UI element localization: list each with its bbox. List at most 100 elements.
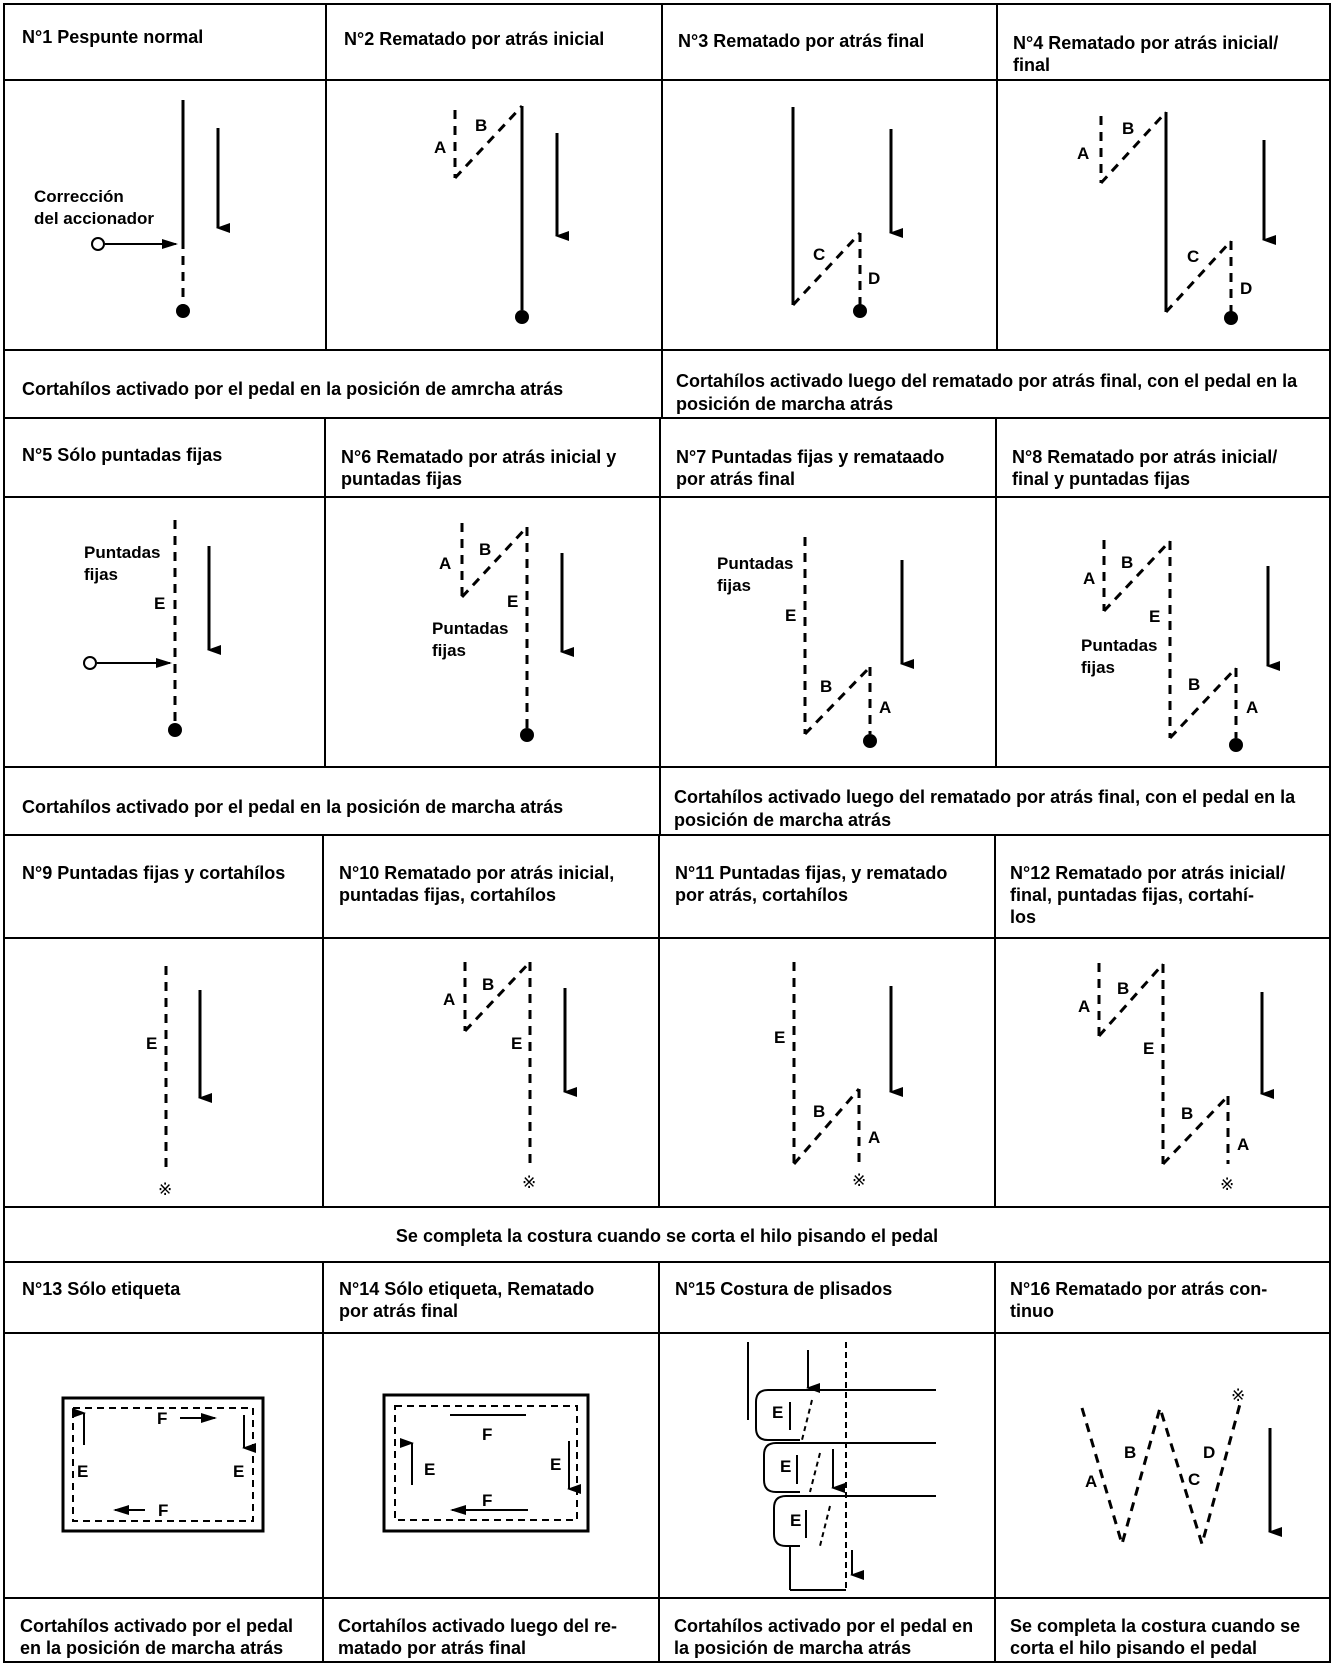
diagram-label: A	[1078, 997, 1090, 1016]
diagram-label: A	[879, 698, 891, 717]
diagram-label: E	[550, 1455, 561, 1474]
cell-8-title: N°8 Rematado por atrás inicial/ final y …	[1012, 447, 1278, 489]
diagram-label: A	[439, 554, 451, 573]
diagram-label: B	[1181, 1104, 1193, 1123]
diagram-label: fijas	[1081, 658, 1115, 677]
diagram-label: fijas	[84, 565, 118, 584]
diagram-label: D	[868, 269, 880, 288]
footer-15: Cortahílos activado por el pedal en la p…	[674, 1616, 974, 1658]
footer-16: Se completa la costura cuando se corta e…	[1010, 1616, 1301, 1658]
cell-3-title: N°3 Rematado por atrás final	[678, 31, 925, 51]
cell-9-title: N°9 Puntadas fijas y cortahílos	[22, 863, 286, 883]
diagram-label: ※	[1231, 1386, 1245, 1406]
diagram-label: F	[157, 1409, 167, 1428]
diagram-label: C	[813, 245, 825, 264]
diagram-label: Puntadas	[432, 619, 509, 638]
diagram-label: fijas	[717, 576, 751, 595]
diagram-label: E	[233, 1462, 244, 1481]
cell-6-title: N°6 Rematado por atrás inicial y puntada…	[341, 447, 617, 489]
label-actuator: del accionador	[34, 209, 154, 228]
diagram-label: A	[1083, 569, 1095, 588]
diagram-label: B	[482, 975, 494, 994]
diagram-label: E	[772, 1403, 783, 1422]
diagram-label: F	[158, 1501, 168, 1520]
diagram-label: A	[868, 1128, 880, 1147]
diagram-3: C D	[791, 107, 903, 318]
diagram-14: F E E F	[382, 1393, 590, 1533]
diagram-label: A	[434, 138, 446, 157]
diagram-1: Corrección del accionador	[34, 100, 230, 318]
diagram-label: Puntadas	[1081, 636, 1158, 655]
label-correction: Corrección	[34, 187, 124, 206]
cut-mark: ※	[158, 1180, 172, 1200]
diagram-label: B	[1117, 979, 1129, 998]
diagram-label: B	[1124, 1443, 1136, 1462]
diagram-label: E	[790, 1511, 801, 1530]
diagram-label: C	[1188, 1470, 1200, 1489]
diagram-label: B	[475, 116, 487, 135]
cell-16-title: N°16 Rematado por atrás con- tinuo	[1010, 1279, 1268, 1321]
table-grid	[3, 3, 1331, 1663]
footer-13: Cortahílos activado por el pedal en la p…	[20, 1616, 294, 1658]
diagram-label: F	[482, 1491, 492, 1510]
diagram-label: A	[1077, 144, 1089, 163]
diagram-label: A	[443, 990, 455, 1009]
diagram-15: E E E	[747, 1342, 936, 1591]
diagram-label: A	[1085, 1472, 1097, 1491]
diagram-label: E	[507, 592, 518, 611]
band-row2-left: Cortahílos activado por el pedal en la p…	[22, 797, 564, 817]
diagram-label: E	[774, 1028, 785, 1047]
cell-5-title: N°5 Sólo puntadas fijas	[22, 445, 223, 465]
diagram-label: E	[1143, 1039, 1154, 1058]
diagram-label: B	[1188, 675, 1200, 694]
diagram-label: Puntadas	[717, 554, 794, 573]
diagram-7: Puntadas fijas E B A	[717, 537, 914, 748]
diagram-label: E	[154, 594, 165, 613]
diagram-4: A B C D	[1077, 110, 1276, 325]
diagram-label: C	[1187, 247, 1199, 266]
cell-4-title: N°4 Rematado por atrás inicial/ final	[1013, 33, 1279, 75]
cell-12-title: N°12 Rematado por atrás inicial/ final, …	[1010, 863, 1286, 927]
cell-11-title: N°11 Puntadas fijas, y rematado por atrá…	[675, 863, 948, 905]
diagram-label: fijas	[432, 641, 466, 660]
cell-15-title: N°15 Costura de plisados	[675, 1279, 893, 1299]
band-row3-full: Se completa la costura cuando se corta e…	[395, 1226, 939, 1246]
diagram-label: A	[1246, 698, 1258, 717]
cell-10-title: N°10 Rematado por atrás inicial, puntada…	[339, 863, 615, 905]
cell-13-title: N°13 Sólo etiqueta	[22, 1279, 181, 1299]
diagram-label: E	[1149, 607, 1160, 626]
cell-7-title: N°7 Puntadas fijas y remataado por atrás…	[676, 447, 945, 489]
cell-1-title: N°1 Pespunte normal	[22, 27, 204, 47]
diagram-label: A	[1237, 1135, 1249, 1154]
cell-14-title: N°14 Sólo etiqueta, Rematado por atrás f…	[339, 1279, 595, 1321]
footer-14: Cortahílos activado luego del re- matado…	[338, 1616, 618, 1658]
diagram-12: A B E B A ※	[1078, 963, 1274, 1195]
band-row2-right: Cortahílos activado luego del rematado p…	[674, 787, 1296, 830]
diagram-label: Puntadas	[84, 543, 161, 562]
diagram-16: A B C D ※	[1080, 1386, 1282, 1550]
diagram-label: B	[820, 677, 832, 696]
diagram-label: ※	[852, 1171, 866, 1191]
diagram-6: A B E Puntadas fijas	[432, 523, 574, 742]
diagram-2: A B	[434, 104, 569, 324]
diagram-label: B	[813, 1102, 825, 1121]
diagram-9: E ※	[146, 966, 212, 1200]
diagram-label: F	[482, 1425, 492, 1444]
diagram-10: A B E ※	[443, 960, 577, 1193]
diagram-label: E	[424, 1460, 435, 1479]
diagram-label: E	[780, 1457, 791, 1476]
diagram-label: B	[1121, 553, 1133, 572]
diagram-label: E	[146, 1034, 157, 1053]
band-row1-right: Cortahílos activado luego del rematado p…	[676, 371, 1298, 414]
diagram-label: E	[785, 606, 796, 625]
diagram-label: ※	[1220, 1175, 1234, 1195]
cell-2-title: N°2 Rematado por atrás inicial	[344, 29, 605, 49]
diagram-11: E B A ※	[774, 962, 903, 1191]
diagram-5: Puntadas fijas E	[83, 520, 221, 737]
diagram-8: A B E Puntadas fijas B A	[1081, 539, 1280, 752]
diagram-label: D	[1203, 1443, 1215, 1462]
diagram-label: ※	[522, 1173, 536, 1193]
diagram-label: E	[511, 1034, 522, 1053]
